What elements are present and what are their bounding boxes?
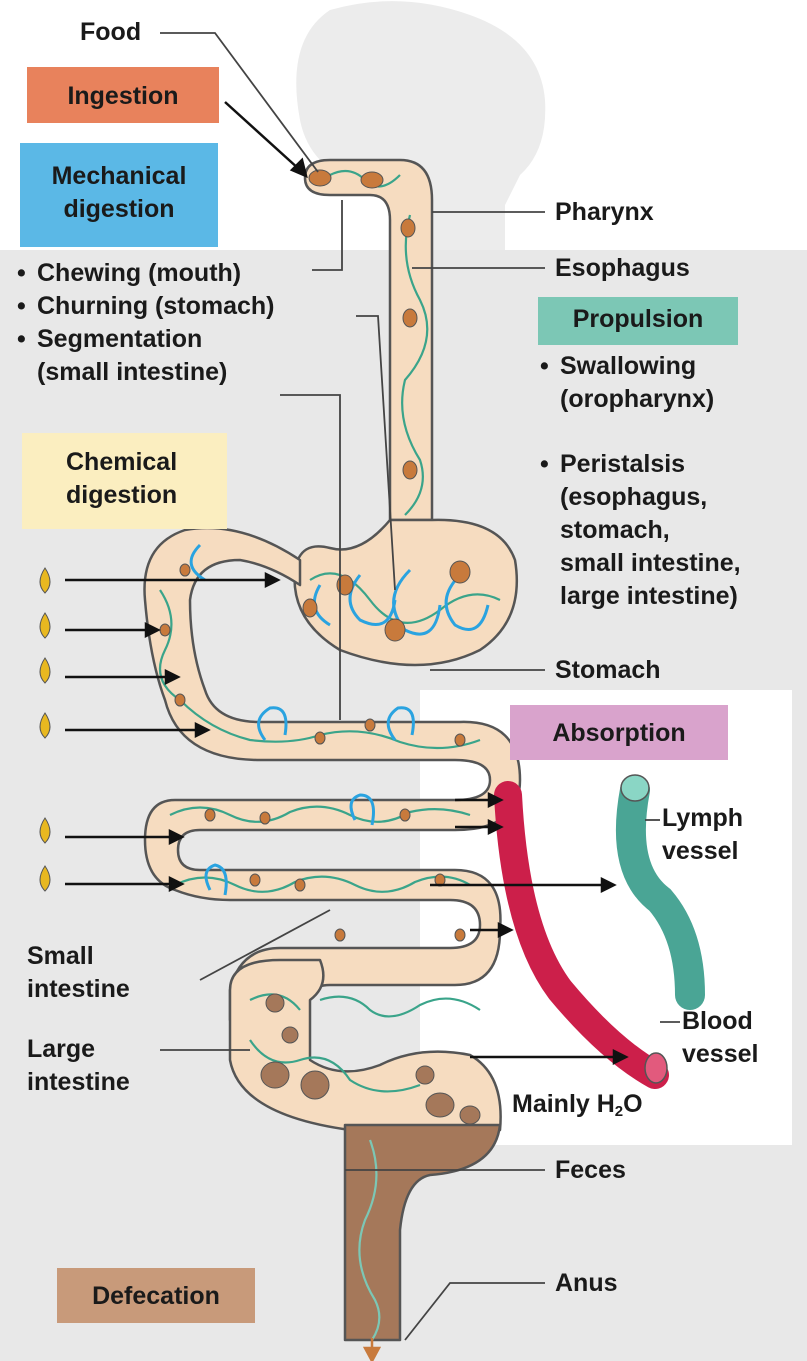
mechanical-item-segmentation: •Segmentation (17, 323, 275, 356)
feces-label: Feces (555, 1154, 626, 1187)
large-intestine-label: Large intestine (27, 1033, 130, 1099)
ingestion-label: Ingestion (27, 80, 219, 113)
lymph-vessel-opening (621, 775, 649, 801)
defecation-label: Defecation (57, 1280, 255, 1313)
chemical-line-1: Chemical (66, 446, 241, 479)
propulsion-label: Propulsion (538, 303, 738, 336)
absorption-label: Absorption (510, 717, 728, 750)
chemical-line-2: digestion (66, 479, 241, 512)
mechanical-item-churning: •Churning (stomach) (17, 290, 275, 323)
stomach-label: Stomach (555, 654, 661, 687)
pharynx-label: Pharynx (555, 196, 654, 229)
mechanical-line-1: Mechanical (20, 160, 218, 193)
mechanical-item-segmentation-sub: (small intestine) (17, 356, 275, 389)
mechanical-item-chewing: •Chewing (mouth) (17, 257, 275, 290)
lymph-vessel-label: Lymph vessel (662, 802, 743, 868)
mechanical-list: •Chewing (mouth) •Churning (stomach) •Se… (17, 257, 275, 389)
mainly-water-label: Mainly H2O (512, 1088, 643, 1121)
propulsion-list-peristalsis: •Peristalsis (esophagus, stomach, small … (540, 448, 741, 613)
chemical-digestion-label: Chemical digestion (52, 446, 241, 511)
food-label: Food (80, 16, 141, 49)
mechanical-line-2: digestion (20, 193, 218, 226)
blood-vessel-label: Blood vessel (682, 1005, 758, 1071)
mechanical-digestion-label: Mechanical digestion (20, 160, 218, 225)
propulsion-list-swallowing: •Swallowing (oropharynx) (540, 350, 714, 416)
blood-vessel-opening (645, 1053, 667, 1083)
anus-label: Anus (555, 1267, 618, 1300)
small-intestine-label: Small intestine (27, 940, 130, 1006)
esophagus-label: Esophagus (555, 252, 690, 285)
